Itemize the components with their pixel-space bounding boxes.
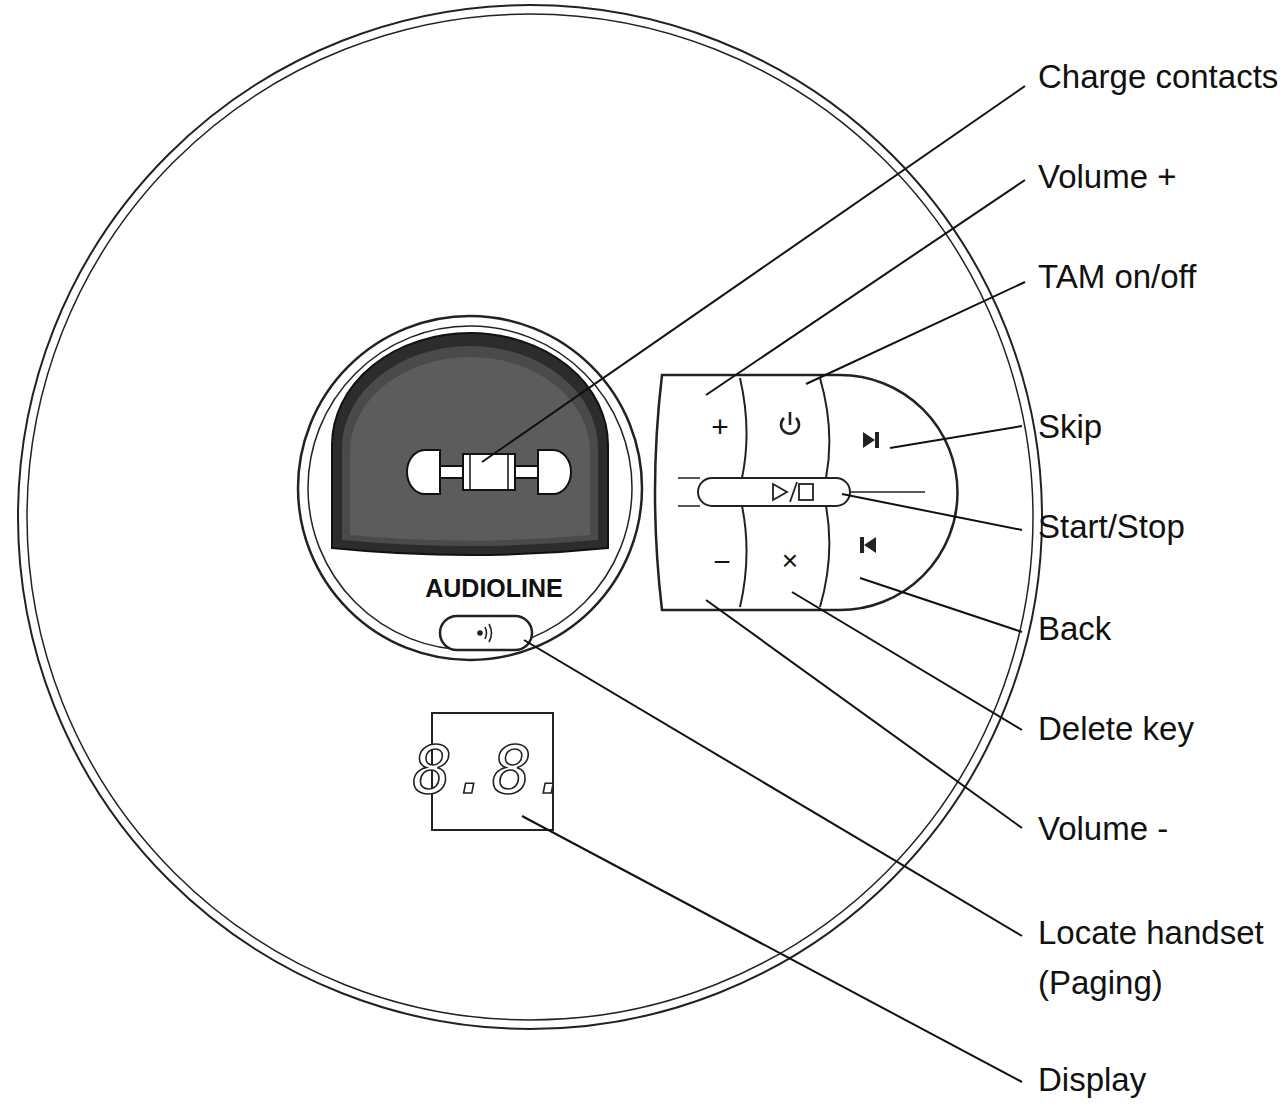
leader-line	[890, 426, 1022, 448]
cradle-window-core	[350, 357, 590, 541]
button-symbol: +	[711, 404, 729, 449]
part-label: Volume +	[1038, 152, 1177, 202]
start-stop-button	[698, 478, 850, 506]
button-symbol: ×	[782, 540, 798, 582]
back-icon	[864, 537, 876, 553]
contact-block	[463, 454, 515, 490]
leader-line	[524, 640, 1022, 936]
part-label: Skip	[1038, 402, 1102, 452]
stop-icon	[799, 484, 813, 500]
part-label: Delete key	[1038, 704, 1194, 754]
button-panel	[655, 375, 957, 610]
cradle-window-inner	[342, 346, 598, 546]
part-label: Locate handset (Paging)	[1038, 908, 1280, 1007]
leader-line	[706, 600, 1022, 828]
skip-icon	[863, 432, 875, 448]
cradle-ring	[298, 316, 642, 660]
leader-line	[792, 592, 1022, 730]
leader-lines	[482, 86, 1025, 1082]
leader-line	[522, 816, 1022, 1082]
part-label: Volume -	[1038, 804, 1168, 854]
part-label: Display	[1038, 1055, 1146, 1105]
paging-button	[440, 616, 532, 650]
cradle-window	[332, 333, 608, 555]
leader-line	[806, 282, 1025, 384]
leader-line	[482, 86, 1025, 462]
outer-rim-inner	[27, 14, 1033, 1020]
part-label: TAM on/off	[1038, 252, 1196, 302]
skip-icon	[875, 432, 879, 448]
housing	[18, 5, 1042, 1029]
leader-line	[860, 578, 1022, 632]
power-icon	[789, 412, 792, 425]
cradle-ring-inner	[308, 326, 632, 650]
charge-contact	[407, 450, 440, 494]
leader-line	[842, 494, 1022, 530]
slash-icon	[790, 482, 797, 502]
leader-line	[706, 180, 1025, 395]
part-label: Back	[1038, 604, 1111, 654]
back-icon	[860, 537, 864, 553]
brand-logo: AUDIOLINE	[425, 570, 563, 608]
paging-icon	[478, 624, 492, 642]
button-cluster	[655, 375, 957, 610]
button-divider	[850, 491, 925, 493]
charge-contact	[538, 450, 571, 494]
contact-block	[470, 454, 508, 490]
handset-cradle	[332, 333, 608, 555]
button-symbol: −	[713, 539, 731, 584]
display-digits: 8.8.	[413, 738, 572, 804]
part-label: Charge contacts	[1038, 52, 1278, 102]
play-icon	[773, 484, 787, 500]
part-label: Start/Stop	[1038, 502, 1185, 552]
button-divider	[678, 478, 700, 506]
outer-rim	[18, 5, 1042, 1029]
